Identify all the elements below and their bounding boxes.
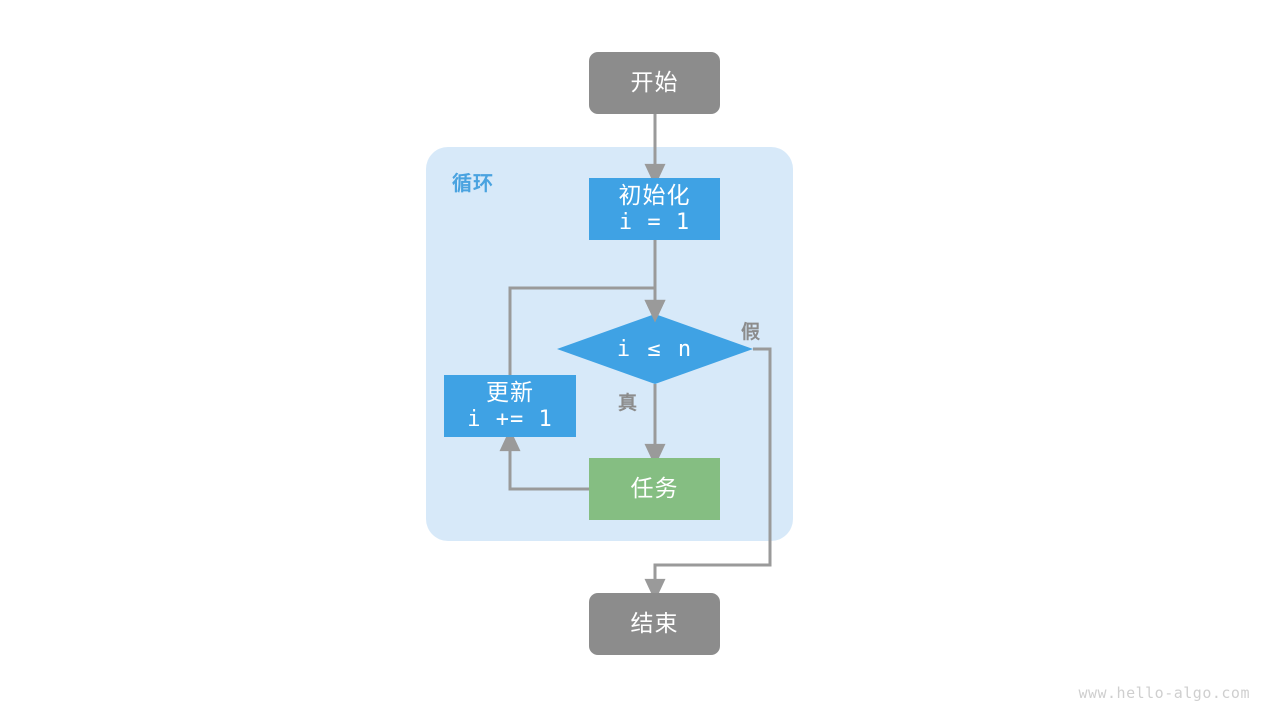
node-init-code: i = 1 [618,209,691,235]
node-update-code: i += 1 [467,406,553,432]
node-init-label: 初始化 [618,181,691,208]
node-task[interactable]: 任务 [589,458,720,520]
node-update-label: 更新 [486,378,534,405]
node-decision-label: i ≤ n [616,336,694,362]
loop-container-label: 循环 [452,173,494,195]
node-end-label: 结束 [630,610,679,637]
node-start-label: 开始 [630,69,679,96]
decision-diamond-shape [557,314,753,384]
node-end[interactable]: 结束 [589,593,720,655]
node-update[interactable]: 更新 i += 1 [444,375,576,437]
edge-decision-false-to-end [644,347,772,602]
edge-task-to-update [499,428,589,491]
watermark-url: www.hello-algo.com [1078,684,1250,702]
node-init[interactable]: 初始化 i = 1 [589,178,720,240]
node-task-label: 任务 [630,475,679,502]
node-decision[interactable]: i ≤ n [557,314,753,384]
edge-update-to-decision [508,286,666,375]
node-start[interactable]: 开始 [589,52,720,114]
edge-label-false: 假 [741,322,761,343]
edge-label-true: 真 [618,393,638,414]
